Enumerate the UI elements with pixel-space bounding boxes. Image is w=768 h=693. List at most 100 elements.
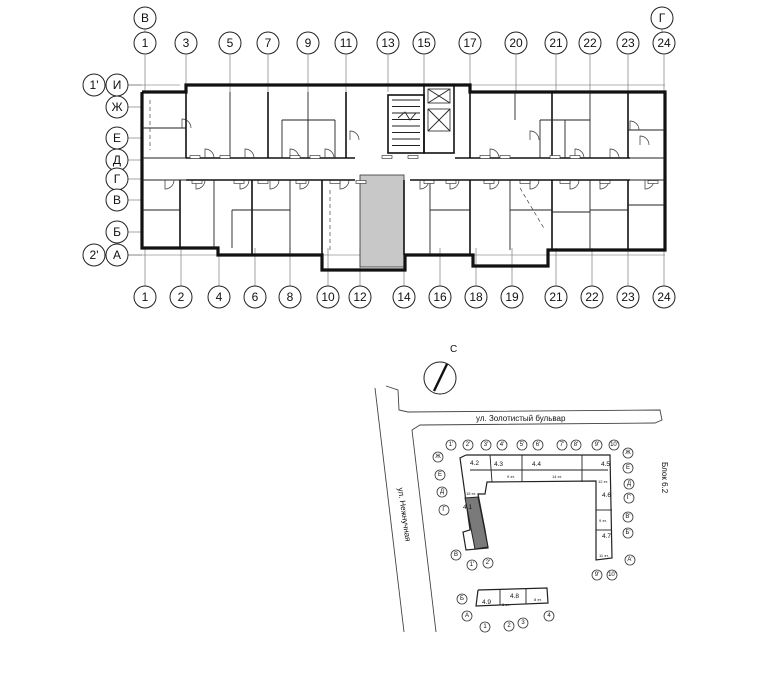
axis-left-А: А [105, 243, 129, 267]
axis-left-Г: Г [105, 167, 129, 191]
axis-left-Г-label: Г [114, 172, 121, 186]
floor-label-4-7: 11 эт. [599, 553, 609, 558]
site-top-marker-4: 4' [496, 439, 508, 451]
axis-bottom-4: 4 [207, 285, 231, 309]
site-bottom-marker-2: 1' [466, 559, 478, 571]
axis-bottom-6-label: 6 [252, 290, 259, 304]
site-lower-marker-1: Б [456, 593, 468, 605]
site-right-marker-1: Ж [622, 447, 634, 459]
axis-top-20: 20 [504, 31, 528, 55]
section-4-2: 4.2 [470, 460, 479, 467]
site-top-marker-3: 3' [480, 439, 492, 451]
site-top-marker-4-label: 4' [500, 442, 504, 448]
axis-top-17-label: 17 [463, 36, 477, 50]
site-right-marker-4-label: Г' [627, 495, 631, 501]
axis-left-Б-label: Б [113, 225, 121, 239]
site-right-marker-1-label: Ж [625, 450, 631, 456]
site-top-marker-2: 2' [462, 439, 474, 451]
axis-bottom-23: 23 [616, 285, 640, 309]
section-4-1: 4.1 [463, 504, 472, 511]
section-4-6: 4.6 [602, 492, 611, 499]
axis-bottom-24: 24 [652, 285, 676, 309]
axis-bottom-1-label: 1 [142, 290, 149, 304]
site-right-marker-5-label: В' [625, 514, 630, 520]
section-4-4: 4.4 [532, 461, 541, 468]
floor-label-4-5: 12 эт. [598, 479, 608, 484]
corner-label-top-left: В [141, 11, 149, 25]
axis-top-15: 15 [412, 31, 436, 55]
site-right-marker-7-label: А' [627, 557, 632, 563]
site-lower-marker-4-label: 2 [507, 623, 511, 629]
section-4-8: 4.8 [510, 593, 519, 600]
site-bottom-marker-5: 10' [606, 569, 618, 581]
north-label: С [450, 344, 457, 355]
site-right-marker-3-label: Д [627, 481, 631, 487]
lower-apartment-partitions [142, 180, 665, 255]
section-4-5: 4.5 [601, 461, 610, 468]
axis-top-21: 21 [544, 31, 568, 55]
corner-marker-left-lower: 2' [82, 243, 106, 267]
site-top-marker-10-label: 10' [610, 442, 618, 448]
site-right-marker-4: Г' [623, 492, 635, 504]
site-floor-labels: 15 эт. 9 эт. 14 эт. 12 эт. 9 эт. 11 эт. … [466, 474, 609, 607]
axis-bottom-21-label: 21 [549, 290, 563, 304]
axis-bottom-16: 16 [428, 285, 452, 309]
site-right-marker-5: В' [622, 511, 634, 523]
site-bottom-marker-2-label: 1' [470, 562, 474, 568]
axis-left-И-label: И [113, 78, 122, 92]
axis-top-9-label: 9 [305, 36, 312, 50]
site-left-marker-4: Г [438, 504, 450, 516]
site-lower-marker-6-label: 4 [547, 613, 551, 619]
site-top-marker-9: 9' [591, 439, 603, 451]
corner-label-left-upper: 1' [90, 78, 99, 92]
site-bottom-marker-4-label: 9' [595, 572, 599, 578]
site-top-marker-8: 8' [570, 439, 582, 451]
axis-top-13: 13 [376, 31, 400, 55]
axis-bottom-2-label: 2 [178, 290, 185, 304]
site-right-marker-2: Е [622, 462, 634, 474]
axis-top-23: 23 [616, 31, 640, 55]
axis-left-Д: Д [105, 148, 129, 172]
axis-left-Б: Б [105, 220, 129, 244]
axis-bottom-14: 14 [392, 285, 416, 309]
street-left-label: ул. Нежнучная [396, 487, 412, 542]
floor-label-4-9: 8 эт. [502, 602, 510, 607]
site-top-marker-3-label: 3' [484, 442, 488, 448]
site-top-marker-7-label: 7' [560, 442, 564, 448]
axis-left-Е-label: Е [113, 131, 121, 145]
axis-top-21-label: 21 [549, 36, 563, 50]
axis-top-24-label: 24 [657, 36, 671, 50]
axis-bottom-18-label: 18 [469, 290, 483, 304]
axis-bottom-12-label: 12 [353, 290, 367, 304]
axis-bottom-18: 18 [464, 285, 488, 309]
site-left-marker-1: Ж [432, 451, 444, 463]
section-4-7: 4.7 [602, 533, 611, 540]
axis-top-1: 1 [133, 31, 157, 55]
axis-left-Д-label: Д [113, 153, 121, 167]
axis-top-3-label: 3 [183, 36, 190, 50]
axis-bottom-8: 8 [278, 285, 302, 309]
site-bottom-marker-3: 2' [482, 557, 494, 569]
site-top-marker-10: 10' [608, 439, 620, 451]
axis-bottom-22: 22 [580, 285, 604, 309]
axis-top-7: 7 [256, 31, 280, 55]
site-top-marker-6: 6' [532, 439, 544, 451]
axis-top-9: 9 [296, 31, 320, 55]
axis-top-5: 5 [218, 31, 242, 55]
north-arrow: С [423, 344, 457, 395]
site-top-marker-1: 1' [445, 439, 457, 451]
door-swings [164, 118, 659, 190]
section-4-9: 4.9 [482, 599, 491, 606]
axis-bottom-10: 10 [316, 285, 340, 309]
upper-apartment-partitions [142, 92, 665, 158]
axis-bottom-22-label: 22 [585, 290, 599, 304]
site-left-marker-2: Е [434, 469, 446, 481]
exterior-walls [140, 83, 667, 272]
highlighted-apartment [359, 174, 405, 268]
site-top-marker-5: 5' [516, 439, 528, 451]
site-markers: 1'2'3'4'5'6'7'8'9'10'ЖЕДГЖЕДГ'В'Б'А'В1'2… [432, 439, 636, 633]
site-right-marker-3: Д [623, 478, 635, 490]
axis-top-15-label: 15 [417, 36, 431, 50]
axis-top-13-label: 13 [381, 36, 395, 50]
